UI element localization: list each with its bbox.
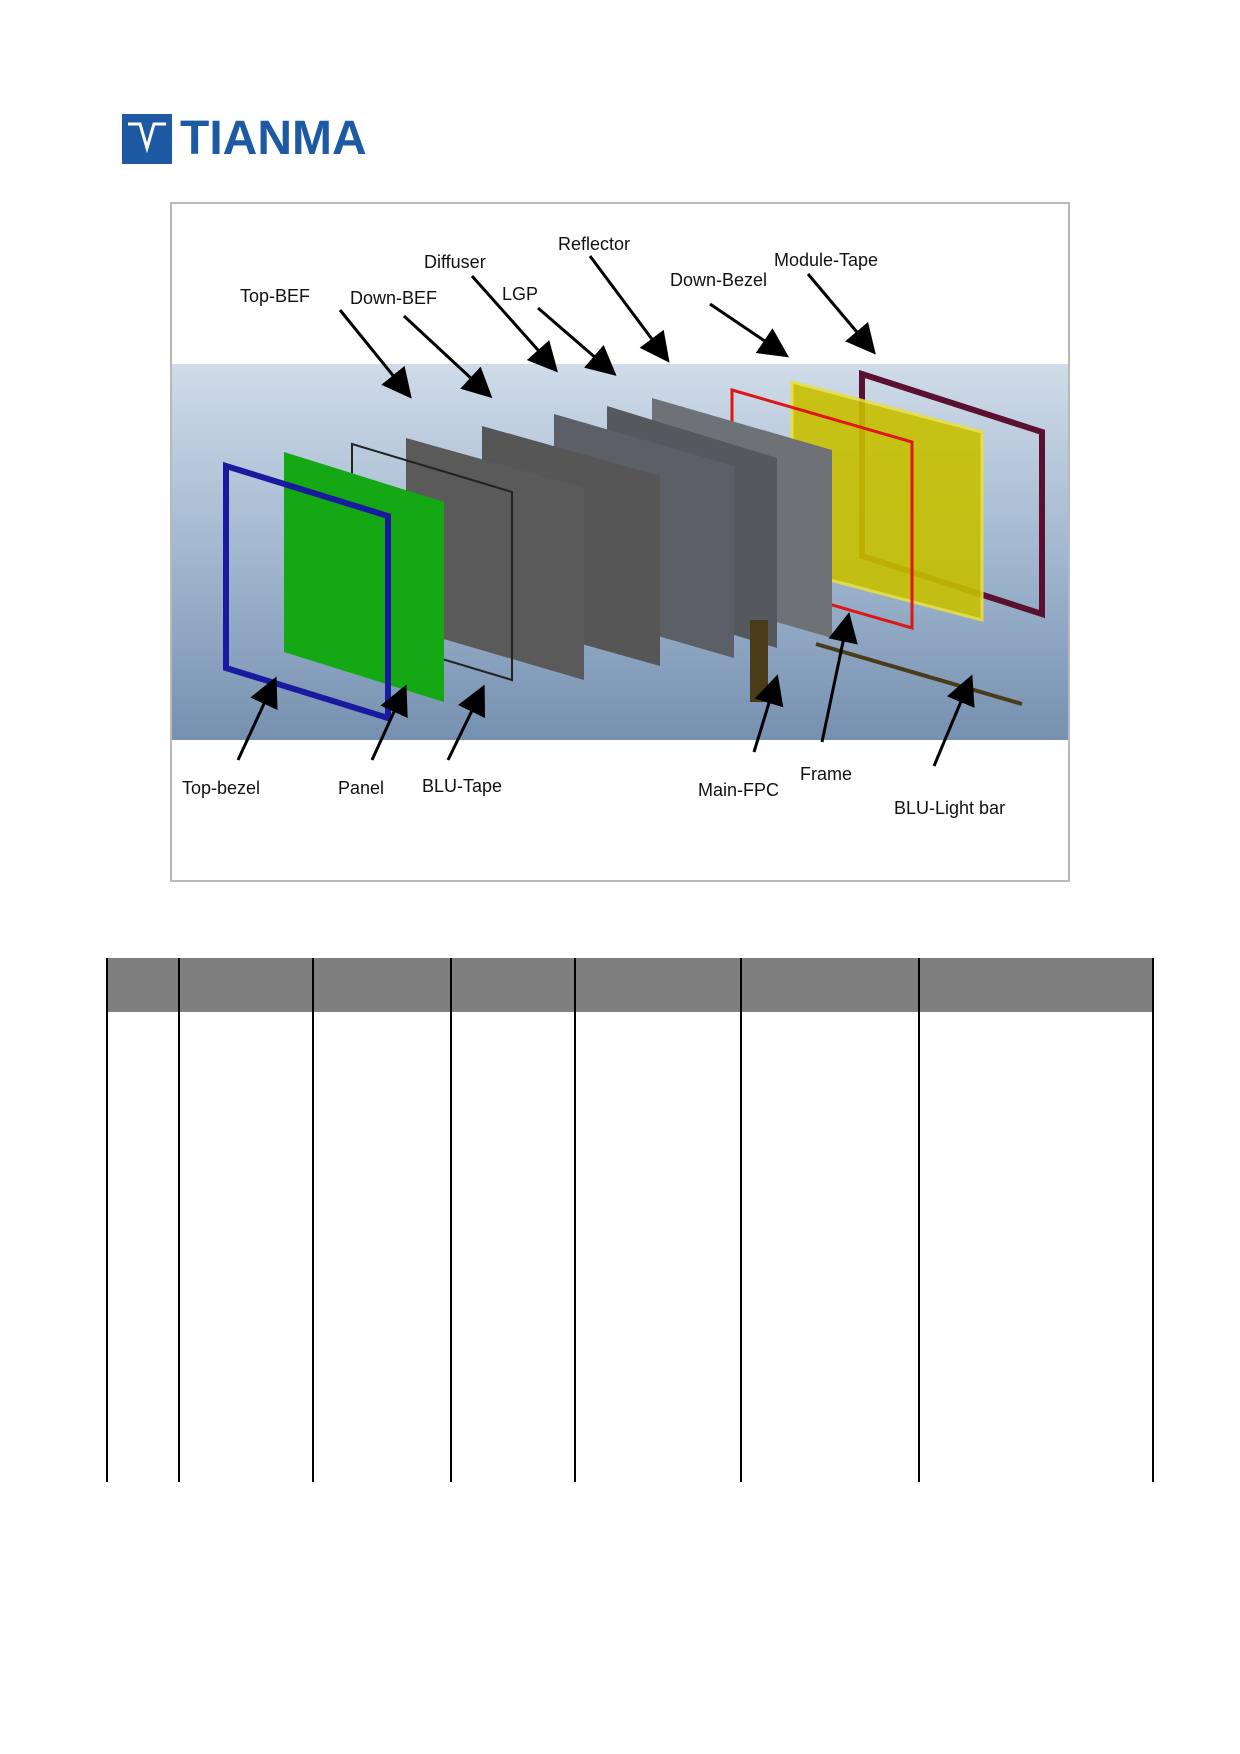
tianma-logo: TIANMA	[122, 114, 367, 164]
table-cell	[740, 1012, 920, 1482]
table-header-cell	[740, 958, 920, 1012]
table-cell	[178, 1012, 314, 1482]
top-bef-part	[406, 438, 584, 680]
label-diffuser: Diffuser	[424, 252, 486, 272]
table-row	[106, 1012, 1154, 1482]
label-module-tape: Module-Tape	[774, 250, 878, 270]
table-cell	[106, 1012, 180, 1482]
table-header-cell	[178, 958, 314, 1012]
table-cell	[918, 1012, 1154, 1482]
light-bar-part	[815, 642, 1023, 706]
main-fpc-part	[750, 620, 768, 702]
label-blu-tape: BLU-Tape	[422, 776, 502, 796]
label-top-bef: Top-BEF	[240, 286, 310, 306]
table-header-cell	[918, 958, 1154, 1012]
spec-table	[106, 958, 1154, 1482]
label-reflector: Reflector	[558, 234, 630, 254]
label-blu-light-bar: BLU-Light bar	[894, 798, 1005, 818]
table-cell	[450, 1012, 576, 1482]
tianma-logo-mark	[122, 114, 172, 164]
label-down-bezel: Down-Bezel	[670, 270, 767, 290]
table-cell	[574, 1012, 742, 1482]
table-header-row	[106, 958, 1154, 1012]
panel-part	[284, 452, 444, 702]
table-header-cell	[312, 958, 452, 1012]
table-header-cell	[106, 958, 180, 1012]
label-top-bezel: Top-bezel	[182, 778, 260, 798]
table-header-cell	[574, 958, 742, 1012]
label-lgp: LGP	[502, 284, 538, 304]
label-main-fpc: Main-FPC	[698, 780, 779, 800]
table-cell	[312, 1012, 452, 1482]
label-down-bef: Down-BEF	[350, 288, 437, 308]
table-header-cell	[450, 958, 576, 1012]
label-frame: Frame	[800, 764, 852, 784]
exploded-module-figure: Top-BEF Down-BEF Diffuser LGP Reflector …	[170, 202, 1070, 882]
logo-text: TIANMA	[180, 112, 367, 165]
label-panel: Panel	[338, 778, 384, 798]
